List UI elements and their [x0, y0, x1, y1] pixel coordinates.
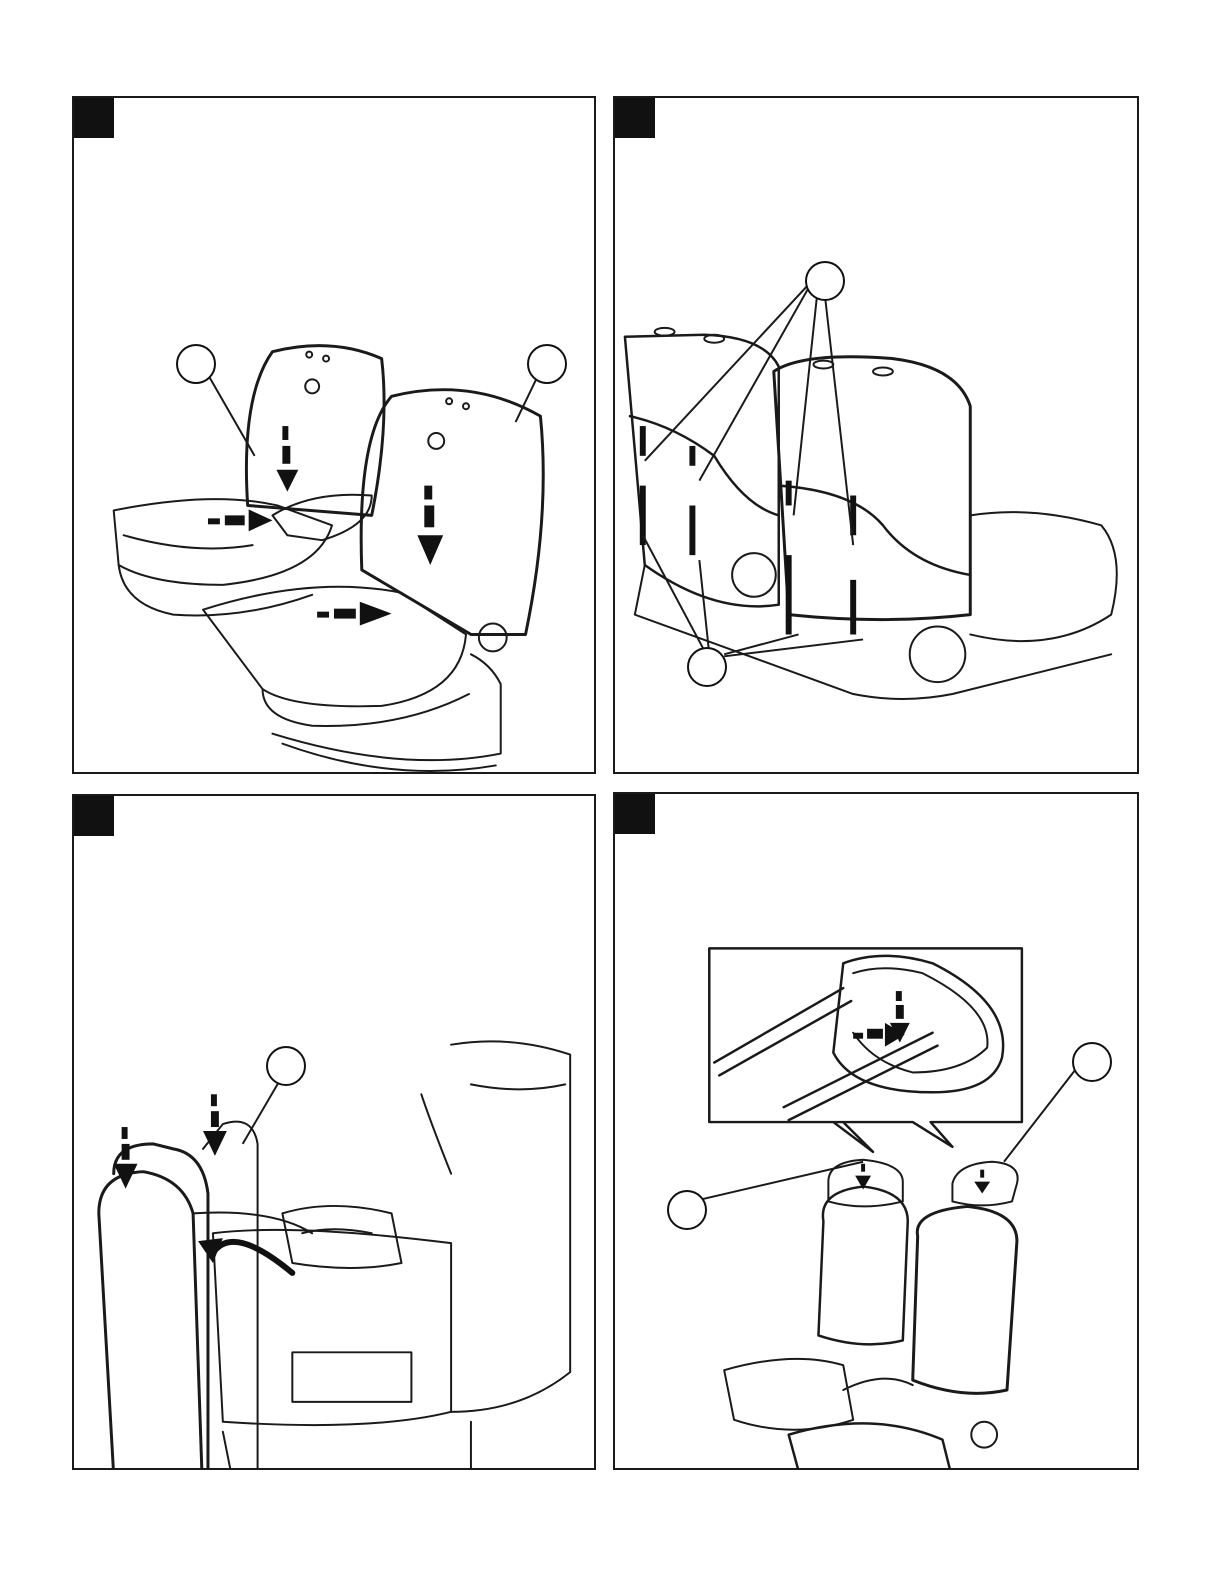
callout-circle: [176, 344, 216, 384]
callout-circle: [805, 261, 845, 301]
callout-circle: [266, 1046, 306, 1086]
seat-cover-illustration: [74, 98, 594, 772]
headrest-cover-illustration: [615, 794, 1137, 1468]
step-panel-3: [72, 794, 596, 1470]
step-panel-4: [613, 792, 1139, 1470]
callout-circle: [527, 344, 567, 384]
callout-circle: [667, 1190, 707, 1230]
console-cover-illustration: [74, 796, 594, 1468]
step-panel-2: [613, 96, 1139, 774]
callout-circle: [1072, 1042, 1112, 1082]
callout-circle: [687, 647, 727, 687]
step-panel-1: [72, 96, 596, 774]
